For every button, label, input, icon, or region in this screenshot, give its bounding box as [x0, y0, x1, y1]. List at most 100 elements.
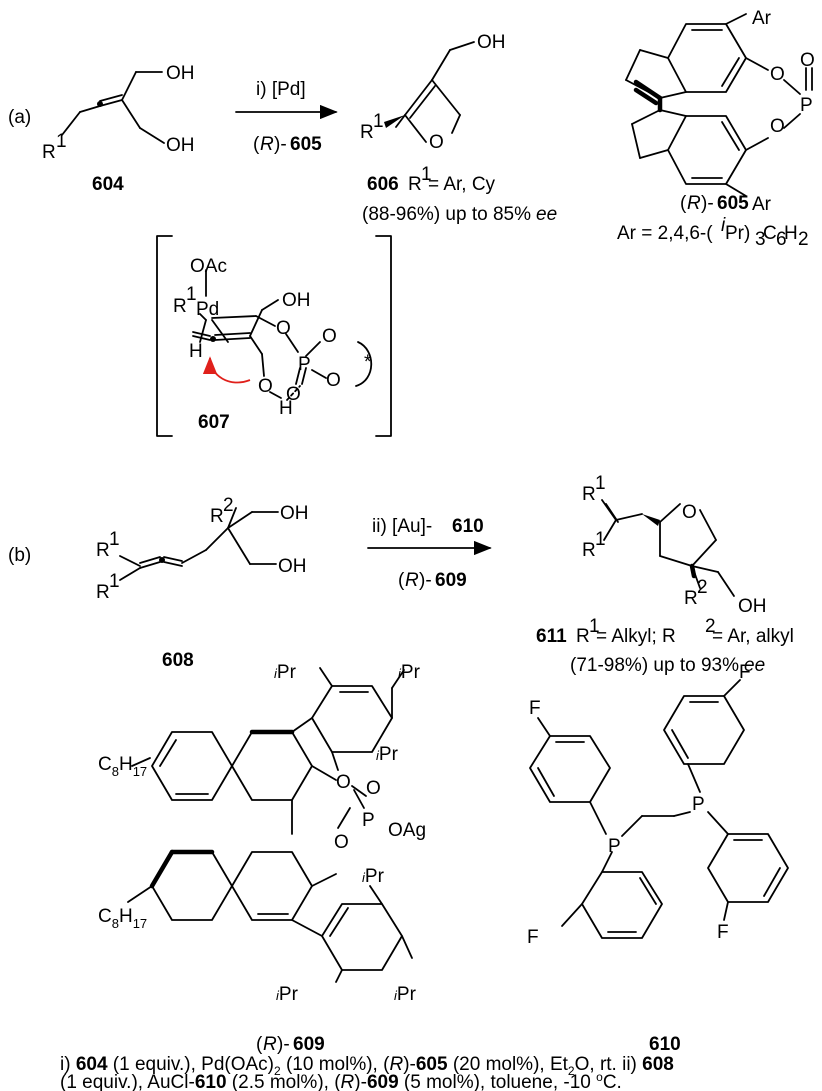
label-609-r: R	[263, 1034, 277, 1055]
label-610: 610	[649, 1034, 681, 1055]
catalyst-605-structure	[625, 13, 813, 197]
ar-def-sub2: 2	[798, 229, 809, 250]
pr-609-2: iPr	[398, 662, 421, 683]
label-611-r1: R	[576, 626, 590, 647]
ts-star: *	[364, 352, 372, 373]
ar-def-pr: Pr)	[725, 223, 750, 244]
label-a: (a)	[8, 107, 31, 128]
cond-ii-close: )-	[419, 570, 432, 591]
ts-p: P	[298, 354, 311, 375]
r1-611-top: R	[582, 484, 596, 505]
ar-def-c: C	[763, 223, 777, 244]
compound-604-structure	[61, 71, 165, 144]
footer-line-1: i) 604 (1 equiv.), Pd(OAc)2 (10 mol%), (…	[60, 1054, 674, 1078]
p-605: P	[800, 95, 813, 116]
label-b: (b)	[8, 545, 31, 566]
p-609: P	[362, 810, 375, 831]
cond-i-bottom-close: )-	[274, 134, 287, 155]
p-610-2: P	[692, 794, 705, 815]
cond-ii-top: ii) [Au]-	[372, 516, 432, 537]
ar-def-sub6: 6	[776, 229, 787, 250]
label-606-r: R	[408, 174, 422, 195]
ts-607-structure	[192, 269, 373, 401]
ts-r: R	[173, 296, 187, 317]
r-606: R	[360, 122, 374, 143]
o-609-1: O	[336, 772, 351, 793]
label-611-rest2: = Ar, alkyl	[712, 626, 794, 647]
o-606: O	[429, 132, 444, 153]
label-611: 611	[536, 626, 567, 647]
p-610-1: P	[608, 836, 621, 857]
label-606-rest: = Ar, Cy	[428, 174, 496, 195]
ts-o3: O	[326, 370, 341, 391]
label-611-sup1: 1	[589, 616, 600, 637]
yield-606-ee: ee	[536, 204, 557, 225]
ar-def: Ar = 2,4,6-(	[617, 223, 713, 244]
compound-606-structure	[384, 41, 475, 143]
pr-609-4: iPr	[362, 866, 385, 887]
label-611-sup2: 2	[705, 616, 716, 637]
cond-i-bottom-r: R	[260, 134, 274, 155]
f-610-1: F	[529, 698, 541, 719]
compound-608-structure	[119, 507, 279, 581]
oh-608-top: OH	[280, 503, 309, 524]
label-607: 607	[198, 412, 230, 433]
f-610-2: F	[739, 662, 751, 683]
r1-608-top: R	[96, 540, 110, 561]
label-606-sup: 1	[421, 164, 432, 185]
o-605-bottom: O	[770, 116, 785, 137]
compound-611-structure	[601, 499, 735, 597]
o-611: O	[682, 502, 697, 523]
ts-h2: H	[279, 398, 293, 419]
cond-ii-r: R	[405, 570, 419, 591]
ar-def-sub3: 3	[755, 229, 766, 250]
ts-h1: H	[189, 341, 203, 362]
cond-ii-top-num: 610	[452, 516, 484, 537]
r2-608-sup: 2	[223, 495, 234, 516]
ts-o1: O	[276, 318, 291, 339]
ts-pd: Pd	[196, 299, 219, 320]
cond-ii-num: 609	[435, 570, 467, 591]
ts-o2: O	[322, 326, 337, 347]
ts-607-brackets	[156, 235, 392, 437]
ar-def-i: i	[721, 215, 726, 236]
r-604-sup: 1	[56, 131, 67, 152]
r1-608-bottom: R	[96, 582, 110, 603]
label-609-open: (	[256, 1034, 263, 1055]
f-610-4: F	[717, 922, 729, 943]
ar-605-top: Ar	[752, 8, 772, 29]
pr-609-1: iPr	[274, 662, 297, 683]
label-605-num: 605	[717, 193, 749, 214]
o-609-2: O	[366, 778, 381, 799]
ts-oh: OH	[282, 290, 311, 311]
o-605-double: O	[800, 50, 815, 71]
oh-606: OH	[477, 32, 506, 53]
yield-606: (88-96%) up to 85%	[362, 204, 531, 225]
oag-609: OAg	[388, 820, 426, 841]
label-609-num: 609	[293, 1034, 325, 1055]
yield-611-ee: ee	[744, 655, 765, 676]
ts-oac: OAc	[190, 256, 227, 277]
ts-r-sup: 1	[186, 284, 197, 305]
label-609-close: )-	[277, 1034, 290, 1055]
ts-o4: O	[286, 384, 301, 405]
label-605-open: (	[680, 193, 687, 214]
cond-i-bottom-open: (	[253, 134, 260, 155]
cond-i-bottom-num: 605	[290, 134, 322, 155]
c8h17-609-bottom: C8H17	[98, 906, 147, 931]
oh-604-top: OH	[166, 63, 195, 84]
r1-608-bottom-sup: 1	[109, 571, 120, 592]
cond-i-top: i) [Pd]	[256, 79, 306, 100]
r1-611-top-sup: 1	[595, 473, 606, 494]
c8h17-609-top: C8H17	[98, 754, 147, 779]
r-606-sup: 1	[373, 111, 384, 132]
label-605-close: )-	[701, 193, 714, 214]
o-609-3: O	[334, 832, 349, 853]
r2-611: R	[684, 588, 698, 609]
oh-604-bottom: OH	[166, 135, 195, 156]
pr-609-6: iPr	[394, 984, 417, 1005]
r1-611-bottom-sup: 1	[595, 529, 606, 550]
catalyst-609-structure	[127, 667, 413, 983]
